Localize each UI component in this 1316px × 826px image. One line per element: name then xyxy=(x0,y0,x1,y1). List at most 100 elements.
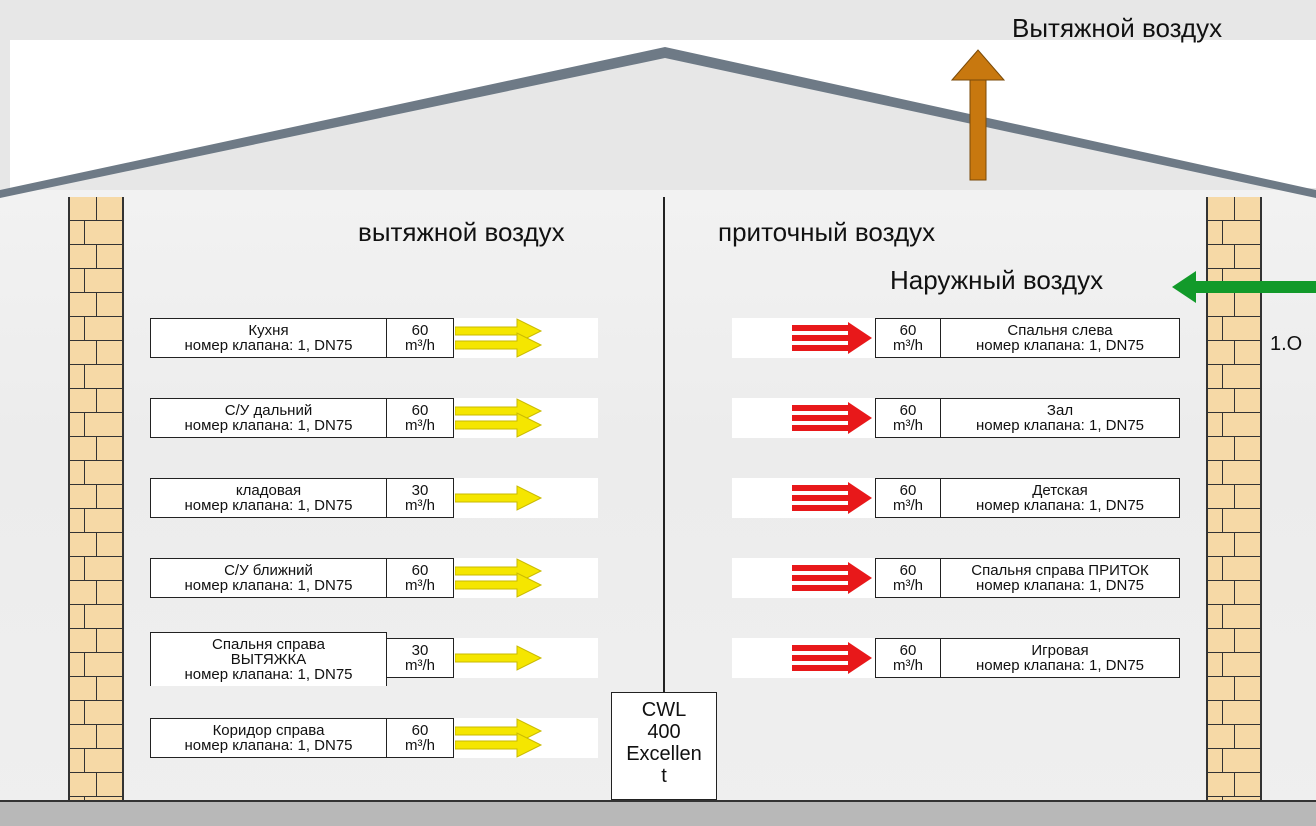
brick-joint xyxy=(84,365,85,389)
unit-line: CWL xyxy=(641,699,687,721)
brick-joint xyxy=(96,245,97,269)
brick-joint xyxy=(1234,725,1235,749)
flow-unit: m³/h xyxy=(893,657,923,674)
ventilation-unit: CWL 400 Excellen t xyxy=(611,692,717,800)
flow-unit: m³/h xyxy=(893,417,923,434)
flow-unit: m³/h xyxy=(893,497,923,514)
brick-joint xyxy=(1234,341,1235,365)
brick-joint xyxy=(84,653,85,677)
exhaust-arrow xyxy=(455,718,543,758)
supply-arrow xyxy=(792,322,872,354)
center-divider xyxy=(663,197,665,692)
valve-label: номер клапана: 1, DN75 xyxy=(184,666,353,683)
supply-arrow xyxy=(792,402,872,434)
brick-joint xyxy=(96,629,97,653)
exhaust-arrow xyxy=(455,398,543,438)
valve-label: номер клапана: 1, DN75 xyxy=(975,417,1145,434)
room-name: Зал xyxy=(1046,402,1074,419)
flow-value: 60 xyxy=(899,562,917,579)
flow-unit: m³/h xyxy=(405,577,435,594)
room-name: Спальня справа xyxy=(212,636,325,653)
flow-unit: m³/h xyxy=(405,497,435,514)
valve-label: номер клапана: 1, DN75 xyxy=(975,657,1145,674)
exhaust-arrow xyxy=(455,318,543,358)
valve-label: номер клапана: 1, DN75 xyxy=(184,497,353,514)
brick-joint xyxy=(1222,365,1223,389)
flow-value: 60 xyxy=(411,562,429,579)
flow-unit: m³/h xyxy=(405,657,435,674)
brick-joint xyxy=(96,485,97,509)
flow-unit: m³/h xyxy=(893,577,923,594)
valve-label: номер клапана: 1, DN75 xyxy=(184,577,353,594)
brick-joint xyxy=(1234,629,1235,653)
exhaust-arrow xyxy=(455,485,543,511)
supply-arrow xyxy=(792,642,872,674)
brick-joint xyxy=(1234,293,1235,317)
brick-joint xyxy=(84,701,85,725)
brick-joint xyxy=(96,389,97,413)
room-name: кладовая xyxy=(235,482,302,499)
brick-joint xyxy=(1222,557,1223,581)
outdoor-label: Наружный воздух xyxy=(890,265,1104,295)
flow-value: 30 xyxy=(411,482,429,499)
brick-joint xyxy=(96,677,97,701)
valve-label: номер клапана: 1, DN75 xyxy=(975,577,1145,594)
flow-value: 60 xyxy=(899,482,917,499)
flow-value: 60 xyxy=(899,402,917,419)
floor xyxy=(0,800,1316,826)
brick-joint xyxy=(1234,677,1235,701)
brick-joint xyxy=(1222,221,1223,245)
supply-label: приточный воздух xyxy=(718,217,936,247)
supply-arrow xyxy=(792,482,872,514)
brick-joint xyxy=(96,581,97,605)
right-brick-wall xyxy=(1206,197,1262,824)
valve-label: номер клапана: 1, DN75 xyxy=(975,497,1145,514)
brick-joint xyxy=(84,317,85,341)
exhaust-out-arrow xyxy=(950,49,1006,181)
brick-joint xyxy=(1234,485,1235,509)
brick-joint xyxy=(1234,197,1235,221)
roof xyxy=(0,40,1316,198)
left-brick-wall xyxy=(68,197,124,824)
brick-joint xyxy=(96,725,97,749)
brick-joint xyxy=(1222,653,1223,677)
brick-joint xyxy=(96,293,97,317)
exhaust-arrow xyxy=(455,645,543,671)
valve-label: номер клапана: 1, DN75 xyxy=(975,337,1145,354)
room-name-extra: ВЫТЯЖКА xyxy=(230,651,307,668)
brick-joint xyxy=(1222,413,1223,437)
unit-line: 400 xyxy=(647,721,681,743)
brick-joint xyxy=(1222,749,1223,773)
outdoor-air-arrow xyxy=(1172,271,1316,303)
room-name: Игровая xyxy=(1031,642,1089,659)
brick-joint xyxy=(1234,533,1235,557)
brick-joint xyxy=(84,749,85,773)
brick-joint xyxy=(1234,245,1235,269)
brick-joint xyxy=(84,557,85,581)
brick-joint xyxy=(84,509,85,533)
unit-line: t xyxy=(661,765,667,787)
brick-joint xyxy=(96,533,97,557)
room-name: Кухня xyxy=(248,322,289,339)
brick-joint xyxy=(84,221,85,245)
flow-value: 60 xyxy=(411,722,429,739)
flow-unit: m³/h xyxy=(405,737,435,754)
flow-unit: m³/h xyxy=(893,337,923,354)
brick-joint xyxy=(96,341,97,365)
brick-joint xyxy=(1234,389,1235,413)
